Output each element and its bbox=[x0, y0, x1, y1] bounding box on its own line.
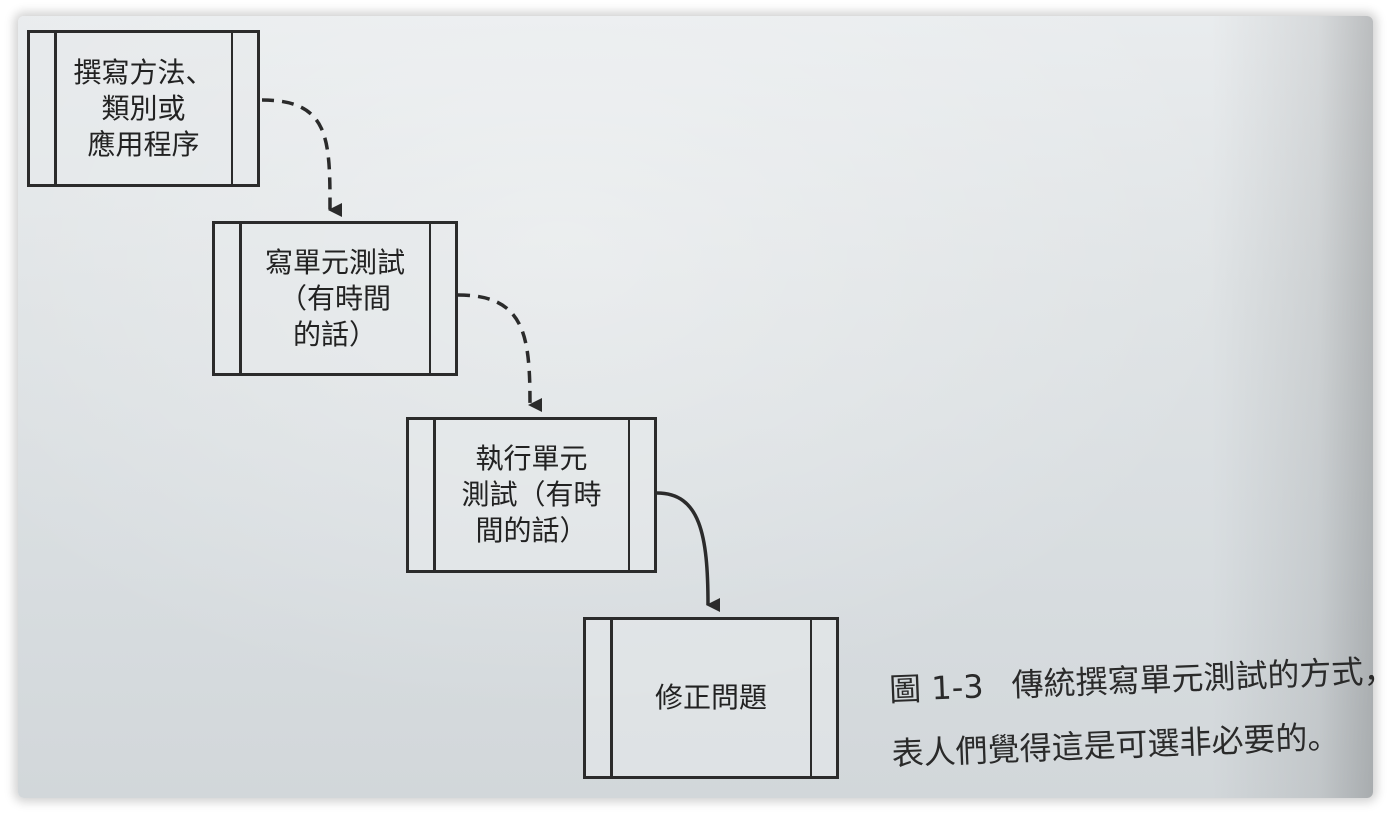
node-line: （有時間 bbox=[278, 281, 391, 315]
node-line: 執行單元 bbox=[475, 442, 588, 475]
node-line: 撰寫方法、 bbox=[73, 55, 214, 89]
edge-run-tests-to-fix-issues bbox=[656, 491, 721, 612]
node-label: 修正問題 bbox=[614, 620, 808, 776]
edge-write-code-to-write-tests bbox=[261, 98, 343, 217]
caption-text-1: 傳統撰寫單元測試的方式， bbox=[1010, 651, 1390, 705]
node-right-bar bbox=[809, 620, 812, 776]
node-line: 寫單元測試 bbox=[264, 245, 405, 279]
node-line: 間的話） bbox=[475, 514, 588, 547]
node-label: 執行單元 測試（有時 間的話） bbox=[437, 420, 626, 570]
node-run-tests: 執行單元 測試（有時 間的話） bbox=[406, 417, 657, 573]
node-right-bar bbox=[428, 224, 431, 373]
node-left-bar bbox=[239, 224, 242, 373]
node-line: 修正問題 bbox=[654, 681, 767, 714]
node-label: 寫單元測試 （有時間 的話） bbox=[243, 224, 427, 373]
node-line: 應用程序 bbox=[87, 127, 200, 161]
node-left-bar bbox=[610, 620, 613, 776]
node-label: 撰寫方法、 類別或 應用程序 bbox=[58, 33, 229, 184]
node-line: 類別或 bbox=[101, 91, 186, 125]
node-left-bar bbox=[54, 33, 57, 184]
node-line: 測試（有時 bbox=[461, 478, 602, 511]
node-write-code: 撰寫方法、 類別或 應用程序 bbox=[27, 30, 260, 187]
node-left-bar bbox=[433, 420, 436, 570]
edge-write-tests-to-run-tests bbox=[457, 293, 543, 412]
node-fix-issues: 修正問題 bbox=[583, 617, 839, 779]
node-right-bar bbox=[627, 420, 630, 570]
node-line: 的話） bbox=[292, 317, 377, 351]
node-right-bar bbox=[230, 33, 233, 184]
node-write-tests: 寫單元測試 （有時間 的話） bbox=[212, 221, 458, 376]
figure-number: 圖 1-3 bbox=[888, 667, 985, 709]
